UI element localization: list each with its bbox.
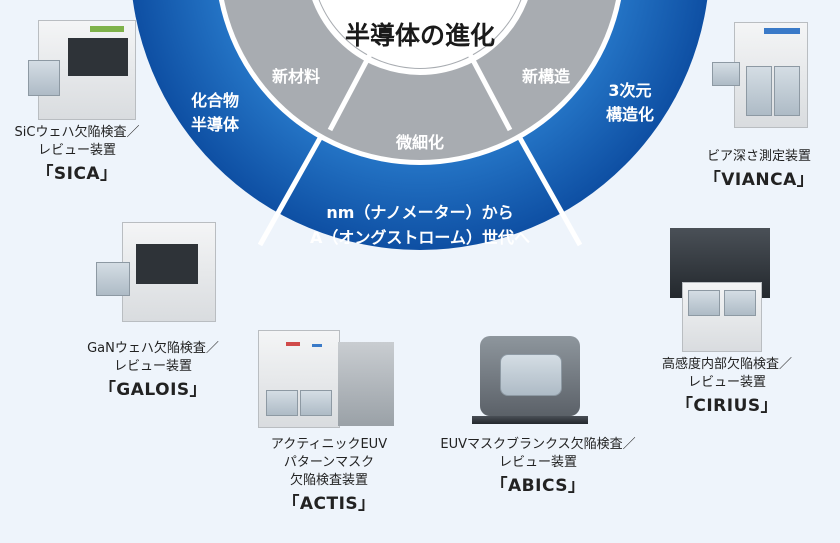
product-cirius: 高感度内部欠陥検査／ レビュー装置 「CIRIUS」 — [634, 356, 820, 418]
product-galois-desc-1: GaNウェハ欠陥検査／ — [87, 341, 219, 356]
product-sica-desc-1: SiCウェハ欠陥検査／ — [14, 125, 140, 140]
abics-machine-image — [470, 318, 590, 430]
vianca-machine-image — [712, 22, 812, 128]
outer-label-left-1: 化合物 — [191, 91, 239, 110]
product-actis: アクティニックEUV パターンマスク 欠陥検査装置 「ACTIS」 — [246, 436, 412, 516]
product-actis-desc-2: パターンマスク — [283, 455, 375, 470]
inner-label-left: 新材料 — [272, 67, 320, 86]
product-sica-name: 「SICA」 — [36, 164, 118, 184]
outer-label-left-2: 半導体 — [191, 115, 240, 134]
product-abics-desc-1: EUVマスクブランクス欠陥検査／ — [440, 437, 636, 452]
product-actis-desc-1: アクティニックEUV — [270, 437, 388, 452]
product-abics: EUVマスクブランクス欠陥検査／ レビュー装置 「ABICS」 — [420, 436, 656, 498]
product-abics-desc-2: レビュー装置 — [498, 455, 577, 470]
outer-label-middle-1: nm（ナノメーター）から — [326, 203, 513, 222]
product-cirius-desc-1: 高感度内部欠陥検査／ — [661, 357, 792, 372]
inner-label-middle: 微細化 — [395, 133, 444, 152]
inner-ring — [224, 0, 616, 160]
outer-label-right-1: 3次元 — [608, 81, 651, 100]
product-cirius-name: 「CIRIUS」 — [675, 396, 779, 416]
outer-label-middle-2: A（オングストローム）世代へ — [310, 228, 530, 247]
center-title: 半導体の進化 — [345, 21, 495, 50]
inner-label-right: 新構造 — [522, 67, 571, 86]
actis-machine-image — [258, 328, 398, 428]
product-sica: SiCウェハ欠陥検査／ レビュー装置 「SICA」 — [0, 124, 154, 186]
product-vianca-desc-1: ビア深さ測定装置 — [706, 149, 811, 164]
product-galois-name: 「GALOIS」 — [98, 380, 208, 400]
cirius-machine-image — [670, 228, 770, 352]
product-galois: GaNウェハ欠陥検査／ レビュー装置 「GALOIS」 — [60, 340, 246, 402]
sica-machine-image — [28, 20, 138, 120]
product-actis-desc-3: 欠陥検査装置 — [289, 473, 368, 488]
outer-label-right-2: 構造化 — [606, 105, 654, 124]
product-abics-name: 「ABICS」 — [490, 476, 586, 496]
center-circle — [319, 0, 521, 68]
product-galois-desc-2: レビュー装置 — [113, 359, 192, 374]
product-vianca: ビア深さ測定装置 「VIANCA」 — [684, 148, 834, 192]
galois-machine-image — [96, 222, 218, 322]
product-sica-desc-2: レビュー装置 — [37, 143, 116, 158]
product-actis-name: 「ACTIS」 — [282, 494, 376, 514]
product-cirius-desc-2: レビュー装置 — [687, 375, 766, 390]
product-vianca-name: 「VIANCA」 — [703, 170, 815, 190]
